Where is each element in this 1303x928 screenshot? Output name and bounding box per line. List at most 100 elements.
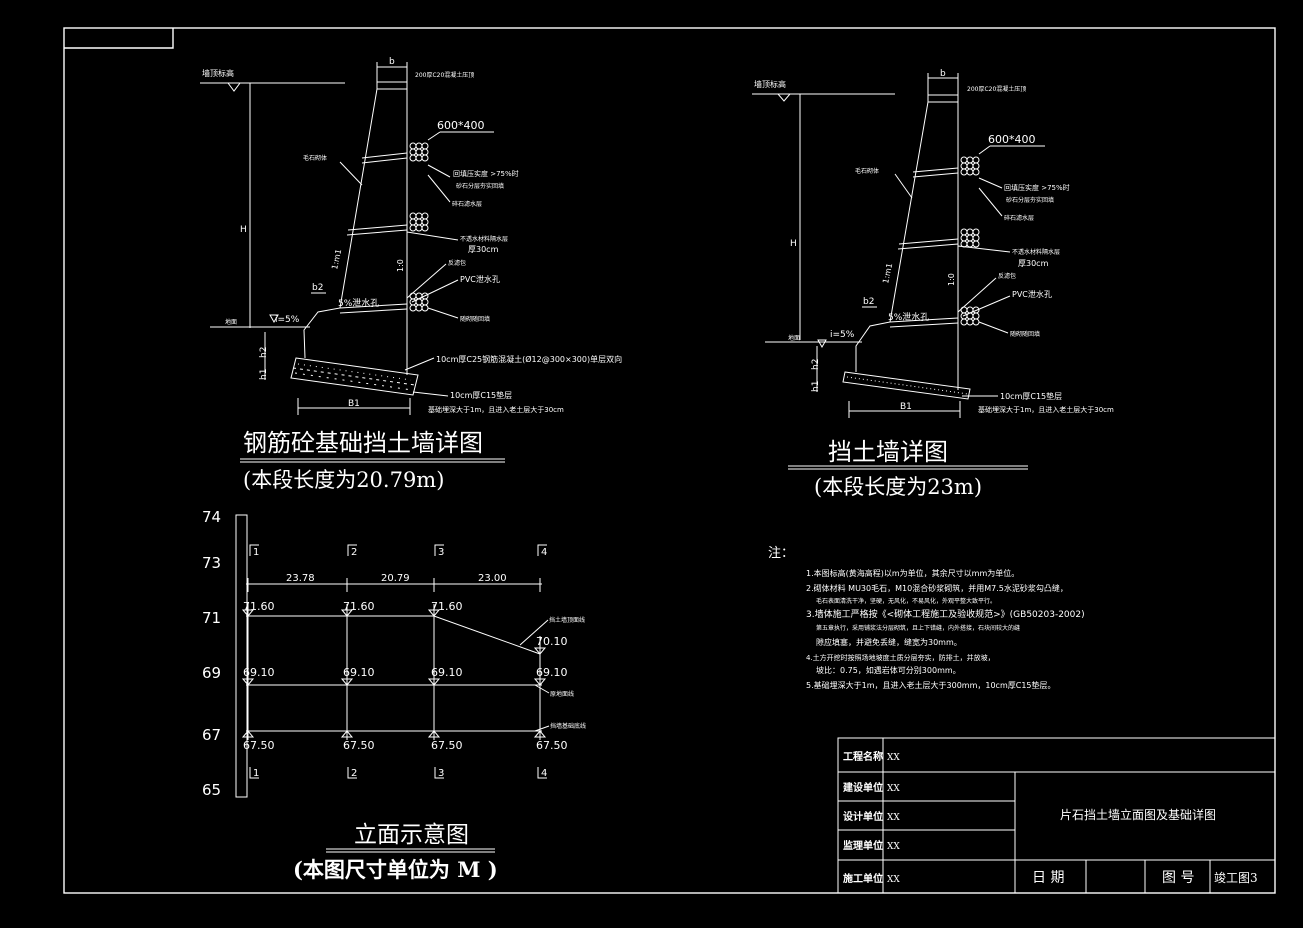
section-3-top: 3 <box>438 547 444 558</box>
h-label: H <box>790 239 797 249</box>
thick-note: 厚30cm <box>1018 259 1049 268</box>
left-detail-title: 钢筋砼基础挡土墙详图 <box>243 429 483 457</box>
scale-65: 65 <box>202 781 221 799</box>
drawing-title: 片石挡土墙立面图及基础详图 <box>1060 807 1216 822</box>
pvc-note: PVC泄水孔 <box>1012 289 1052 299</box>
slope-wall-label: 1:m1 <box>330 248 343 270</box>
pct-label: 5%泄水孔 <box>888 311 929 323</box>
c15-label: 10cm厚C15垫层 <box>1000 391 1062 401</box>
cap-block <box>376 81 408 90</box>
b-label: b <box>389 57 395 67</box>
note-line-3: 毛石表面清洗干净，坚硬，无风化，不易风化，外观平整大致平行。 <box>816 597 996 605</box>
masonry-label: 毛石砌体 <box>855 167 879 175</box>
right-detail-subtitle: (本段长度为23m) <box>814 475 982 499</box>
scale-71: 71 <box>202 609 221 627</box>
b-label: b <box>940 69 946 79</box>
scale-73: 73 <box>202 554 221 572</box>
right-drain-pipes <box>960 156 980 326</box>
legend-ground: 原地面线 <box>550 690 574 698</box>
date-label: 日 期 <box>1032 870 1064 886</box>
note-line-4: 3.墙体施工严格按《<砌体工程施工及验收规范>》(GB50203-2002) <box>806 608 1085 620</box>
mid-elev-2: 69.10 <box>343 666 375 679</box>
row-value-contractor: XX <box>887 875 900 885</box>
row-value-project: XX <box>887 753 900 763</box>
depth-label: 基础埋深大于1m，且进入老土层大于30cm <box>428 405 564 414</box>
rc-base <box>290 357 419 396</box>
section-4-top: 4 <box>541 547 547 558</box>
sandstone-note: 砂石分层夯实回填 <box>1006 196 1054 204</box>
row-label-designer: 设计单位 <box>843 810 883 823</box>
scale-74: 74 <box>202 508 221 526</box>
wall-top-elev-label: 墙顶标高 <box>754 79 786 89</box>
mid-elev-4: 69.10 <box>536 666 568 679</box>
elevation-subtitle: (本图尺寸单位为 M ) <box>293 857 498 882</box>
i5-label: i=5% <box>275 315 300 325</box>
b2-label: b2 <box>863 297 874 307</box>
legend-foundation: 挡墙基础底线 <box>550 722 586 730</box>
right-wall-detail: 墙顶标高 H b 200厚C20混凝土压顶 600*400 毛石砌体 回填压 <box>752 69 1114 499</box>
slope-back-label: 1:0 <box>396 259 405 272</box>
impermeable-note: 不透水材料隔水层 <box>460 235 508 243</box>
backfill-note: 随砌随回填 <box>460 315 490 323</box>
mid-elev-1: 69.10 <box>243 666 275 679</box>
wall-top-elev-label: 墙顶标高 <box>202 68 234 78</box>
legend-wall-top: 挡土墙顶面线 <box>549 616 585 624</box>
notes: 注： 1.本图标高(黄海高程)以m为单位，其余尺寸以mm为单位。 2.砌体材料 … <box>768 546 1085 690</box>
compaction-note: 回填压实度 >75%时 <box>453 169 519 178</box>
h1-label: h1 <box>811 381 821 392</box>
drawing-frame <box>63 27 1276 894</box>
h1-label: h1 <box>259 369 269 380</box>
title-block: 工程名称 XX 建设单位 XX 设计单位 XX 监理单位 XX 施工单位 XX … <box>837 737 1276 894</box>
bot-elev-4: 67.50 <box>536 739 568 752</box>
wall-front-face <box>303 88 378 359</box>
notes-heading: 注： <box>768 546 794 561</box>
top-elev-3: 71.60 <box>431 600 463 613</box>
note-line-7: 4.土方开挖时按照场地坡度土质分层夯实，防排土，并放坡， <box>806 653 995 662</box>
ground-label: 地面 <box>225 318 237 326</box>
c15-base <box>842 371 971 400</box>
pipe-size-label: 600*400 <box>437 119 485 132</box>
b1-label: B1 <box>900 402 912 412</box>
row-value-owner: XX <box>887 784 900 794</box>
wall-front-face <box>855 101 929 372</box>
note-line-9: 5.基础埋深大于1m，且进入老土层大于300mm，10cm厚C15垫层。 <box>806 680 1056 690</box>
left-drain-pipes <box>409 142 429 312</box>
top-elev-1: 71.60 <box>243 600 275 613</box>
row-label-supervisor: 监理单位 <box>843 839 883 852</box>
elevation-markers <box>241 609 547 738</box>
h2-label: h2 <box>811 359 821 370</box>
b2-label: b2 <box>312 283 323 293</box>
section-1-top: 1 <box>253 547 259 558</box>
note-line-8: 坡比：0.75，如遇岩体可分别300mm。 <box>816 665 961 675</box>
backfill-note: 随砌随回填 <box>1010 330 1040 338</box>
sandstone-note: 砂石分层夯实回填 <box>456 182 504 190</box>
bot-elev-2: 67.50 <box>343 739 375 752</box>
gravel-note: 碎石滤水层 <box>1004 214 1034 222</box>
bot-elev-3: 67.50 <box>431 739 463 752</box>
span-2: 20.79 <box>381 573 410 584</box>
filter-bag-note: 反滤包 <box>448 259 466 267</box>
row-label-owner: 建设单位 <box>842 781 883 794</box>
pvc-note: PVC泄水孔 <box>460 274 500 284</box>
corner-box <box>64 28 174 49</box>
gravel-note: 碎石滤水层 <box>452 200 482 208</box>
h2-label: h2 <box>259 347 269 358</box>
row-label-project: 工程名称 <box>843 750 883 763</box>
i5-label: i=5% <box>830 330 855 340</box>
drawing-number-label: 图 号 <box>1162 870 1194 886</box>
row-label-contractor: 施工单位 <box>843 872 883 885</box>
section-1-bottom: 1 <box>253 768 259 779</box>
pct-label: 5%泄水孔 <box>338 297 379 309</box>
span-1: 23.78 <box>286 573 315 584</box>
note-line-2: 2.砌体材料 MU30毛石，M10混合砂浆砌筑，并用M7.5水泥砂浆勾凸缝， <box>806 583 1068 593</box>
thick-note: 厚30cm <box>468 245 499 254</box>
row-value-designer: XX <box>887 813 900 823</box>
compaction-note: 回填压实度 >75%时 <box>1004 183 1070 192</box>
left-detail-subtitle: (本段长度为20.79m) <box>243 468 444 492</box>
pipe-size-label: 600*400 <box>988 133 1036 146</box>
note-line-1: 1.本图标高(黄海高程)以m为单位，其余尺寸以mm为单位。 <box>806 568 1019 578</box>
ground-label: 地面 <box>788 334 800 342</box>
scale-67: 67 <box>202 726 221 744</box>
drawing-number-value: 竣工图3 <box>1214 870 1258 885</box>
